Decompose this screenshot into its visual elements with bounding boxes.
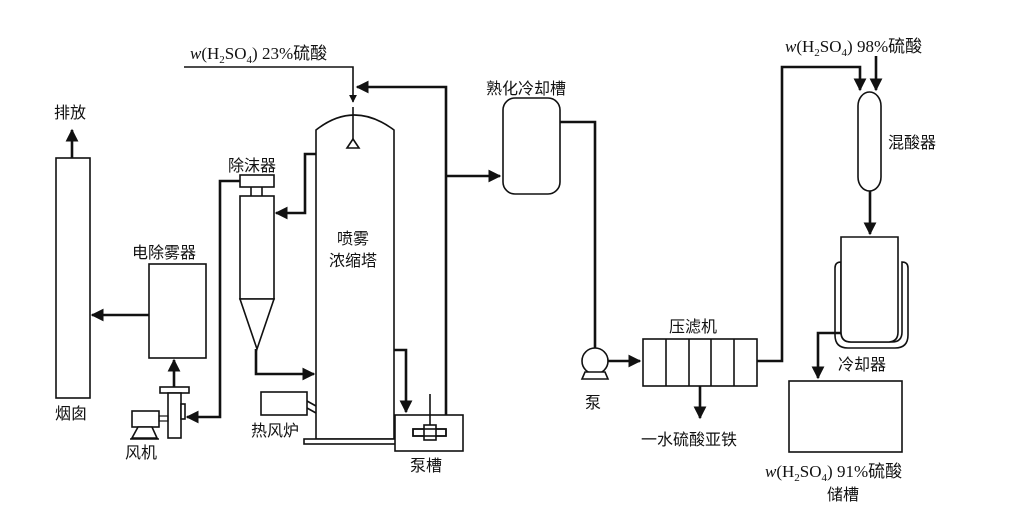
pipe-demister-return-to-tower [254, 349, 316, 381]
acid-mixer-label: 混酸器 [888, 133, 936, 152]
aging-cooling-tank [502, 97, 561, 195]
storage-tank [788, 380, 903, 453]
pipe-tower-to-demister [274, 152, 316, 220]
fan [130, 386, 190, 440]
feed-label-23-percent-acid: w(H2SO4) 23%硫酸 [190, 44, 327, 66]
pipe-23-acid [184, 66, 357, 103]
pipe-pump-tank-recirculate [355, 80, 448, 415]
cooler-label: 冷却器 [838, 355, 886, 374]
demister [238, 174, 276, 352]
pipe-cooler-to-storage [811, 331, 841, 380]
pipe-filter-press-to-mixer [757, 65, 867, 363]
storage-tank-label: 储槽 [827, 485, 859, 504]
svg-text:w(H2SO4) 91%硫酸: w(H2SO4) 91%硫酸 [765, 462, 902, 484]
pump-tank [394, 394, 464, 452]
ferrous-sulfate-label: 一水硫酸亚铁 [641, 430, 737, 449]
hot-air-furnace [260, 391, 308, 416]
acid-mixer [857, 91, 882, 192]
electrostatic-demister-label: 电除雾器 [132, 243, 196, 262]
hot-air-furnace-label: 热风炉 [251, 421, 299, 440]
svg-text:w(H2SO4) 23%硫酸: w(H2SO4) 23%硫酸 [190, 44, 327, 66]
electrostatic-demister [148, 263, 207, 359]
demister-label: 除沫器 [228, 156, 276, 175]
aging-cooling-tank-label: 熟化冷却槽 [486, 79, 566, 98]
pump [580, 347, 610, 380]
chimney [55, 157, 91, 399]
spray-tower-label-line2: 浓缩塔 [329, 251, 377, 270]
spray-concentration-tower [303, 107, 397, 445]
filter-press [642, 338, 758, 387]
pump-label: 泵 [585, 393, 601, 412]
svg-text:w(H2SO4) 98%硫酸: w(H2SO4) 98%硫酸 [785, 37, 922, 59]
pump-tank-label: 泵槽 [410, 456, 442, 475]
spray-tower-label-line1: 喷雾 [337, 229, 369, 248]
pipe-aging-tank-to-pump [560, 120, 602, 364]
feed-label-91-percent-acid: w(H2SO4) 91%硫酸 [765, 462, 902, 484]
exhaust-label: 排放 [54, 103, 86, 122]
feed-label-98-percent-acid: w(H2SO4) 98%硫酸 [785, 37, 922, 59]
filter-press-label: 压滤机 [669, 317, 717, 336]
fan-label: 风机 [125, 443, 157, 462]
chimney-label: 烟囱 [55, 404, 87, 423]
pipe-demister-to-fan [185, 179, 240, 424]
pipe-tower-to-pump-tank [394, 348, 413, 414]
spray-nozzle-icon [345, 137, 361, 149]
cooler [834, 236, 909, 349]
